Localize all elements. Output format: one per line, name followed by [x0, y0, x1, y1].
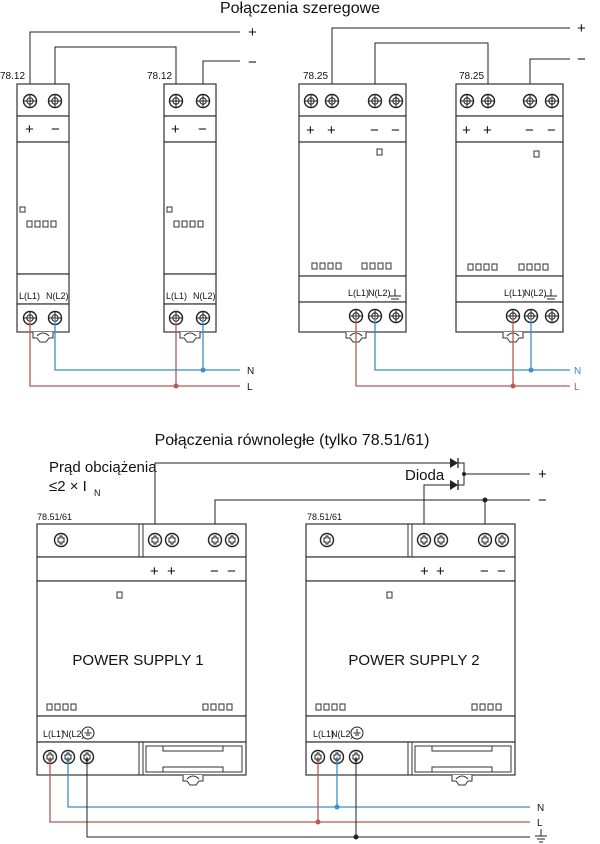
module-model-label: 78.51/61 [37, 512, 72, 522]
parallel-pe-icon [534, 828, 548, 843]
terminal-sign: − [497, 563, 506, 580]
terminal-sign: + [462, 122, 471, 139]
protective-earth-icon [350, 726, 364, 740]
series-n-label-left: N [247, 366, 254, 377]
terminal-label-n: N(L2) [62, 729, 85, 739]
parallel-plus-label: + [538, 466, 547, 483]
power-supply-2: 78.51/61 + + − − POWER SUPPLY 2 L(L1) N(… [305, 512, 516, 786]
led-indicator [19, 206, 26, 213]
module-model-label: 78.25 [303, 71, 328, 82]
module-model-label: 78.12 [147, 71, 172, 82]
parallel-n-label: N [537, 803, 544, 814]
module-model-label: 78.12 [0, 71, 25, 82]
screw-terminal [47, 93, 63, 109]
protective-earth-icon [81, 726, 95, 740]
series-l-label-right: L [574, 382, 580, 393]
terminal-sign: − [480, 563, 489, 580]
load-note-line1: Prąd obciążenia [49, 459, 157, 476]
diode-icon [450, 458, 459, 468]
terminal-sign: + [25, 121, 34, 138]
terminal-label-l: L(L1) [43, 729, 64, 739]
series-l-label-left: L [247, 382, 253, 393]
terminal-sign: + [327, 122, 336, 139]
series-plus-label-left: + [248, 24, 257, 41]
load-note-subscript: N [94, 488, 101, 498]
series-module-1: 78.12 + − L(L1) N(L2) [0, 71, 70, 343]
terminal-sign: − [198, 121, 207, 138]
terminal-label-l: L(L1) [504, 288, 525, 298]
terminal-label-n: N(L2) [368, 288, 391, 298]
terminal-label-n: N(L2) [524, 288, 547, 298]
series-title: Połączenia szeregowe [220, 0, 380, 17]
terminal-sign: + [306, 122, 315, 139]
terminal-label-l: L(L1) [166, 291, 187, 301]
terminal-sign: + [436, 563, 445, 580]
terminal-sign: − [51, 121, 60, 138]
series-minus-label-left: − [248, 54, 257, 71]
terminal-label-l: L(L1) [348, 288, 369, 298]
terminal-label-n: N(L2) [193, 291, 216, 301]
diode-icon [450, 480, 459, 490]
terminal-sign: − [227, 563, 236, 580]
terminal-sign: + [171, 121, 180, 138]
parallel-l-label: L [537, 818, 543, 829]
terminal-label-n: N(L2) [46, 291, 69, 301]
terminal-sign: − [525, 122, 534, 139]
series-minus-label-right: − [577, 51, 586, 68]
parallel-title: Połączenia równoległe (tylko 78.51/61) [155, 432, 430, 449]
diode-label: Dioda [405, 467, 445, 484]
terminal-sign: − [547, 122, 556, 139]
series-n-label-right: N [574, 366, 581, 377]
terminal-sign: − [370, 122, 379, 139]
terminal-label-l: L(L1) [313, 729, 334, 739]
series-module-2: 78.12 + − L(L1) N(L2) [147, 71, 217, 343]
series-plus-label-right: + [577, 20, 586, 37]
terminal-label-l: L(L1) [19, 291, 40, 301]
parallel-ac-wiring [49, 757, 530, 840]
terminal-sign: + [483, 122, 492, 139]
power-supply-1: 78.51/61 + + − − POWER SUPPLY 1 L(L1) N(… [36, 512, 247, 786]
series-module-3: 78.25 + + − − L(L1) N(L2) [298, 71, 407, 343]
terminal-sign: − [210, 563, 219, 580]
power-supply-name: POWER SUPPLY 1 [72, 652, 203, 669]
series-ac-wiring [29, 316, 570, 389]
power-supply-name: POWER SUPPLY 2 [348, 652, 479, 669]
series-module-4: 78.25 + + − − L(L1) N(L2) [455, 71, 564, 343]
terminal-sign: + [420, 563, 429, 580]
load-note-line2: ≤2 × I [49, 478, 87, 495]
terminal-sign: + [150, 563, 159, 580]
terminal-sign: − [391, 122, 400, 139]
terminal-label-n: N(L2) [331, 729, 354, 739]
screw-terminal [22, 93, 38, 109]
module-model-label: 78.51/61 [307, 512, 342, 522]
terminal-sign: + [167, 563, 176, 580]
parallel-minus-label: − [538, 492, 547, 509]
din-clip [32, 331, 54, 343]
module-model-label: 78.25 [459, 71, 484, 82]
